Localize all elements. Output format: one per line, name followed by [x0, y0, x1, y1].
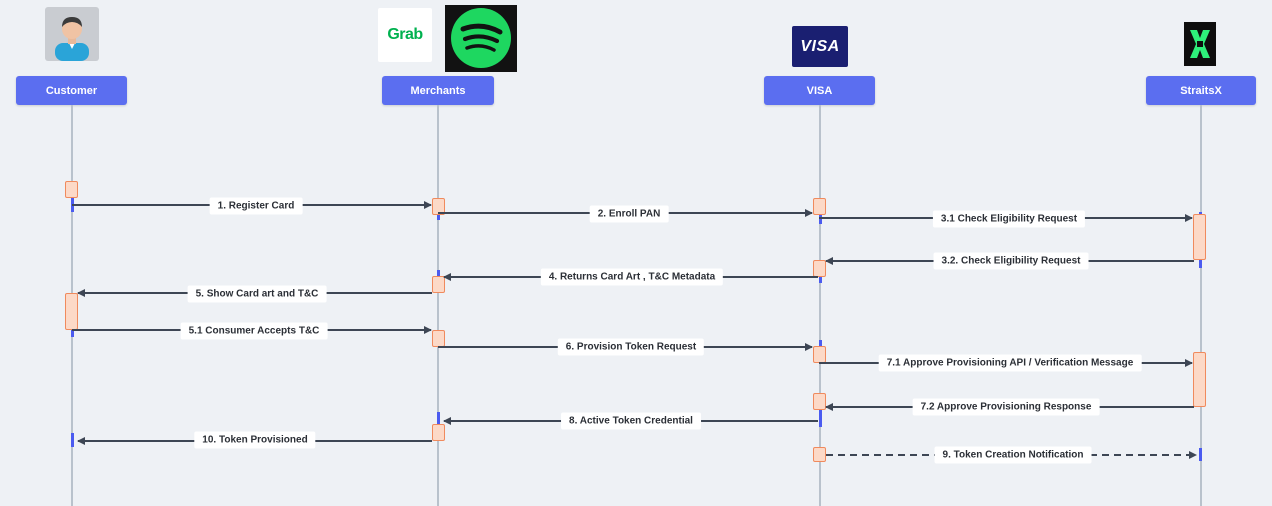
activation-box	[65, 293, 78, 330]
message-label-2: 2. Enroll PAN	[589, 205, 669, 223]
activation-tick	[71, 433, 74, 447]
message-label-9: 9. Token Creation Notification	[934, 446, 1092, 464]
customer-avatar-icon	[45, 7, 99, 61]
activation-box	[813, 198, 826, 215]
actor-visa: VISA	[764, 76, 875, 105]
lifeline-straitsx	[1200, 105, 1202, 506]
activation-box	[432, 276, 445, 293]
activation-tick	[1199, 258, 1202, 268]
actor-merchants: Merchants	[382, 76, 494, 105]
activation-tick	[819, 271, 822, 283]
message-label-5-1: 5.1 Consumer Accepts T&C	[180, 322, 328, 340]
activation-tick	[819, 405, 822, 427]
actor-straitsx: StraitsX	[1146, 76, 1256, 105]
message-label-4: 4. Returns Card Art , T&C Metadata	[540, 268, 724, 286]
lifeline-merchants	[437, 105, 439, 506]
activation-box	[813, 260, 826, 277]
activation-box	[432, 424, 445, 441]
activation-box	[65, 181, 78, 198]
activation-box	[1193, 214, 1206, 260]
message-label-8: 8. Active Token Credential	[561, 412, 701, 430]
actor-customer: Customer	[16, 76, 127, 105]
activation-box	[432, 198, 445, 215]
message-label-7-2: 7.2 Approve Provisioning Response	[912, 398, 1100, 416]
message-label-6: 6. Provision Token Request	[557, 338, 705, 356]
visa-logo: VISA	[792, 26, 848, 67]
message-label-3-1: 3.1 Check Eligibility Request	[932, 210, 1086, 228]
grab-logo: Grab	[378, 8, 432, 62]
activation-tick	[71, 327, 74, 337]
actor-customer-label: Customer	[45, 84, 98, 97]
activation-box	[813, 393, 826, 410]
spotify-icon	[445, 5, 517, 72]
visa-logo-text: VISA	[800, 37, 840, 55]
activation-box	[813, 447, 826, 462]
message-label-3-2: 3.2. Check Eligibility Request	[933, 252, 1089, 270]
actor-visa-label: VISA	[806, 84, 833, 97]
straitsx-icon	[1184, 22, 1216, 66]
message-label-7-1: 7.1 Approve Provisioning API / Verificat…	[878, 354, 1142, 372]
message-label-1: 1. Register Card	[209, 197, 303, 215]
grab-logo-text: Grab	[387, 26, 423, 43]
activation-box	[1193, 352, 1206, 407]
actor-straitsx-label: StraitsX	[1180, 84, 1222, 97]
activation-tick	[437, 210, 440, 220]
lifeline-visa	[819, 105, 821, 506]
actor-merchants-label: Merchants	[410, 84, 466, 97]
message-label-10: 10. Token Provisioned	[194, 431, 316, 449]
activation-tick	[437, 412, 440, 424]
message-label-5: 5. Show Card art and T&C	[187, 285, 327, 303]
activation-tick	[1199, 448, 1202, 461]
